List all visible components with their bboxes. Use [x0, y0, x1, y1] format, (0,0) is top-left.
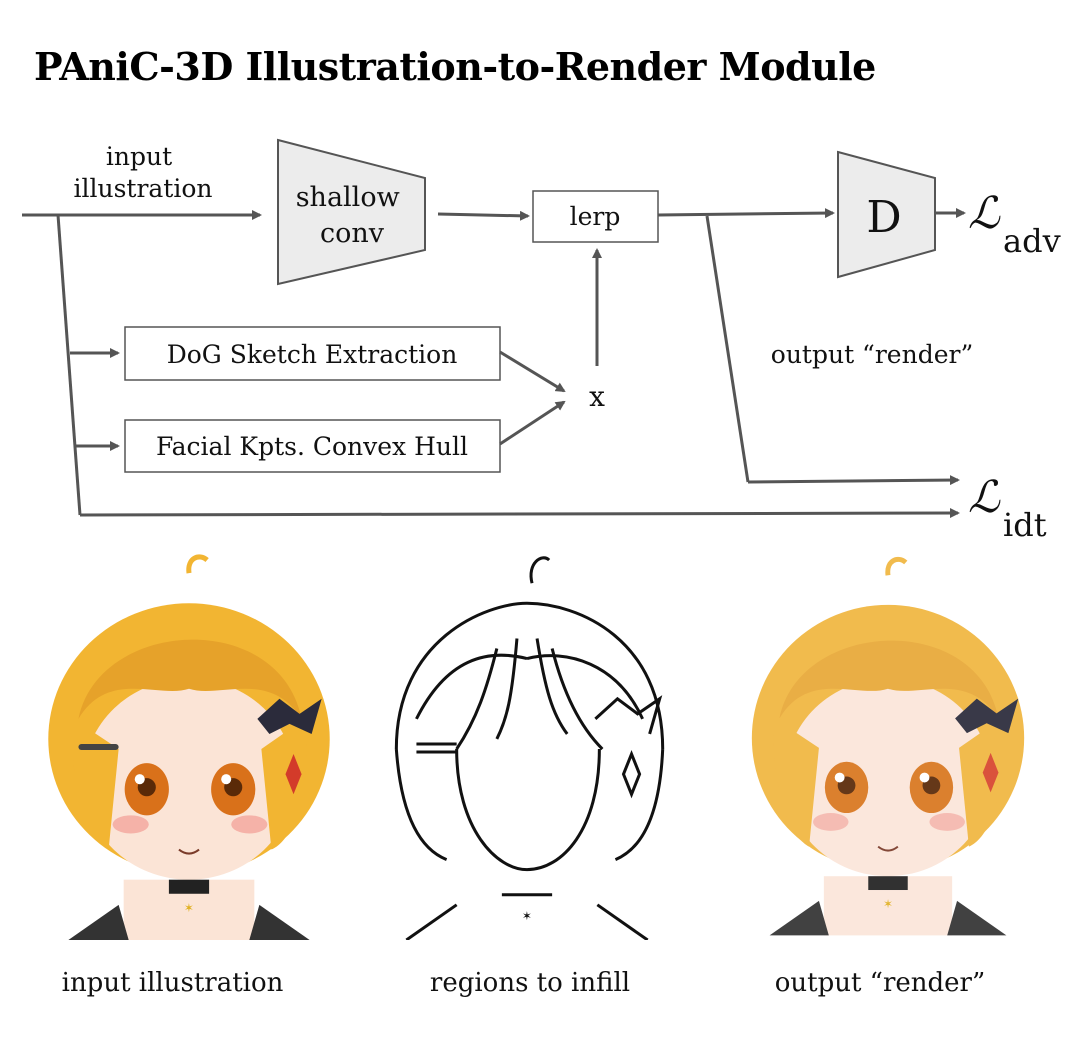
lerp-box: [532, 190, 659, 243]
input-label-line1: input: [106, 142, 172, 171]
svg-text:✶: ✶: [522, 909, 532, 923]
input-to-idt-arrow: [79, 508, 960, 519]
page-title: PAniC-3D Illustration-to-Render Module: [34, 44, 876, 89]
shallow-conv-line2: conv: [320, 218, 385, 249]
shallow-conv-line1: shallow: [296, 182, 400, 213]
lerp-to-discriminator-arrow: [657, 208, 835, 219]
output-to-idt-arrow: [747, 475, 960, 486]
input-label: input illustration: [73, 142, 212, 203]
multiply-symbol: x: [589, 380, 605, 413]
caption-input-illustration: input illustration: [61, 968, 284, 998]
lerp-label: lerp: [570, 202, 621, 231]
shallow-conv-block: [277, 138, 426, 286]
conv-to-lerp-arrow: [437, 210, 530, 221]
dog-box: [124, 326, 501, 381]
hull-label: Facial Kpts. Convex Hull: [156, 432, 468, 461]
discriminator-label: D: [866, 192, 901, 243]
discriminator-block: [837, 150, 936, 279]
dog-label: DoG Sketch Extraction: [167, 340, 458, 369]
regions-to-infill-image: ✶: [394, 556, 665, 940]
dog-to-mult-arrow: [499, 350, 566, 393]
output-render-image: ✶: [751, 556, 1025, 936]
input-label-line2: illustration: [73, 174, 212, 203]
svg-text:✶: ✶: [883, 897, 893, 911]
architecture-diagram: input illustration shallow conv lerp D ℒ…: [22, 138, 1061, 544]
caption-regions-to-infill: regions to infill: [429, 968, 631, 998]
input-branch-trunk: [56, 214, 82, 516]
shallow-conv-label: shallow conv: [296, 182, 409, 249]
adv-loss-symbol: ℒ: [968, 188, 1001, 239]
output-branch-line: [705, 215, 750, 483]
output-render-label: output “render”: [771, 340, 973, 369]
idt-loss-symbol: ℒ: [968, 472, 1001, 523]
hull-to-mult-arrow: [499, 400, 566, 446]
input-illustration-image: ✶: [48, 554, 330, 940]
idt-loss-subscript: idt: [1003, 506, 1047, 544]
hull-box: [124, 419, 501, 473]
caption-output-render: output “render”: [774, 968, 986, 998]
adv-loss-subscript: adv: [1003, 222, 1061, 260]
svg-text:✶: ✶: [184, 901, 194, 915]
